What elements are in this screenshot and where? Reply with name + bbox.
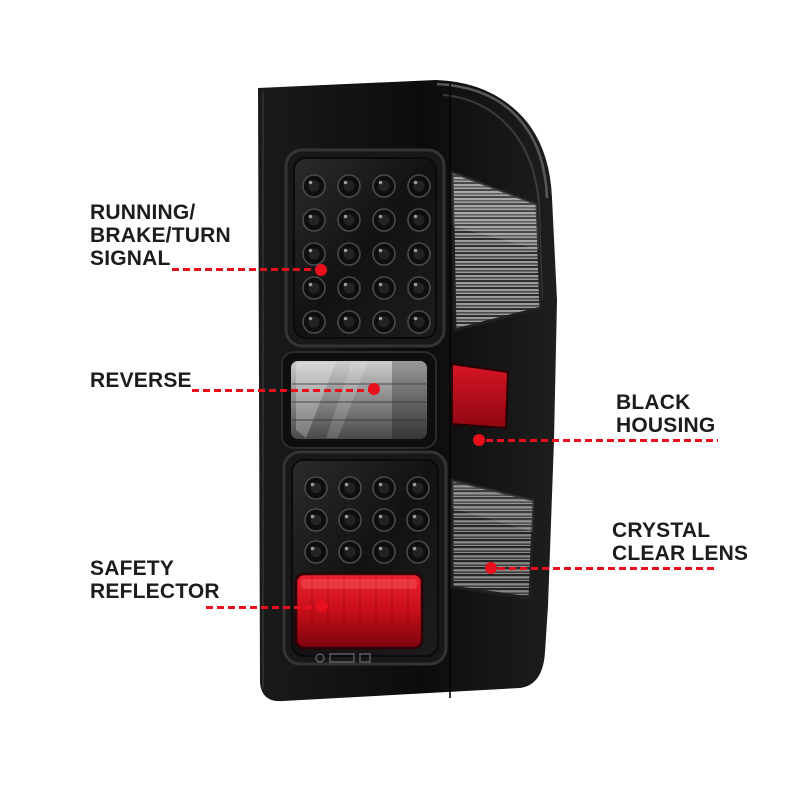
leader-dot-crystal-clear-lens: [485, 562, 497, 574]
callout-crystal-clear-lens: CRYSTAL CLEAR LENS: [612, 519, 748, 565]
callout-label-line: HOUSING: [616, 414, 716, 437]
callout-label-line: BLACK: [616, 391, 691, 414]
leader-line-safety-reflector: [206, 606, 316, 609]
callout-label-line: CRYSTAL: [612, 519, 711, 542]
certification-marks: [315, 653, 371, 663]
callout-label-line: REFLECTOR: [90, 580, 220, 603]
callout-reverse: REVERSE: [90, 369, 192, 392]
crystal-clear-lens-bottom: [450, 478, 536, 600]
callout-label-line: BRAKE/TURN: [90, 224, 231, 247]
crystal-clear-lens-top: [450, 169, 543, 332]
safety-reflector: [294, 572, 424, 650]
callout-label-line: REVERSE: [90, 369, 192, 392]
running-brake-turn-lens: [284, 148, 446, 348]
callout-label-line: RUNNING/: [90, 201, 196, 224]
callout-label-line: SIGNAL: [90, 247, 171, 270]
leader-line-black-housing: [486, 439, 718, 442]
callout-safety-reflector: SAFETY REFLECTOR: [90, 557, 220, 603]
leader-line-reverse: [192, 389, 370, 392]
leader-dot-reverse: [368, 383, 380, 395]
leader-dot-black-housing: [473, 434, 485, 446]
callout-running-brake-turn-signal: RUNNING/ BRAKE/TURN SIGNAL: [90, 201, 231, 270]
callout-label-line: CLEAR LENS: [612, 542, 749, 565]
leader-line-running-brake-turn-signal: [172, 268, 318, 271]
callout-black-housing: BLACK HOUSING: [616, 391, 715, 437]
leader-dot-safety-reflector: [316, 600, 328, 612]
reverse-lens: [281, 351, 437, 449]
leader-dot-running-brake-turn-signal: [315, 264, 327, 276]
leader-line-crystal-clear-lens: [498, 567, 718, 570]
side-marker-reflector: [451, 362, 510, 430]
callout-label-line: SAFETY: [90, 557, 175, 580]
